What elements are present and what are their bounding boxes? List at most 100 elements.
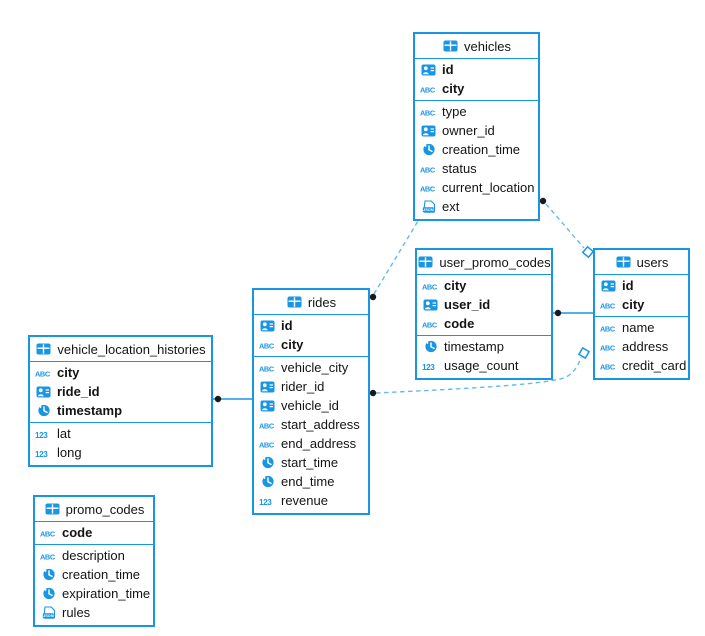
time-icon bbox=[259, 456, 276, 469]
column-row-owner_id[interactable]: owner_id bbox=[415, 121, 538, 140]
column-name: end_address bbox=[281, 436, 357, 451]
svg-text:ABC: ABC bbox=[35, 369, 51, 378]
relation-diamond-marker bbox=[581, 245, 595, 259]
column-row-timestamp[interactable]: timestamp bbox=[30, 401, 211, 420]
time-icon bbox=[422, 340, 439, 353]
text-icon: ABC bbox=[420, 83, 437, 95]
relation-dot-marker bbox=[369, 293, 377, 301]
column-row-rider_id[interactable]: rider_id bbox=[254, 377, 368, 396]
columns-section: ABC description creation_time expiration_ti… bbox=[35, 545, 153, 625]
column-row-end_time[interactable]: end_time bbox=[254, 472, 368, 491]
svg-text:ABC: ABC bbox=[40, 552, 56, 561]
column-row-description[interactable]: ABC description bbox=[35, 546, 153, 565]
column-row-timestamp[interactable]: timestamp bbox=[417, 337, 551, 356]
relation-dot-marker bbox=[214, 395, 222, 403]
column-row-id[interactable]: id bbox=[254, 316, 368, 335]
uuid-icon bbox=[600, 280, 617, 292]
column-name: creation_time bbox=[442, 142, 521, 157]
column-row-expiration_time[interactable]: expiration_time bbox=[35, 584, 153, 603]
column-name: city bbox=[57, 365, 80, 380]
time-icon bbox=[40, 587, 57, 600]
column-row-user_id[interactable]: user_id bbox=[417, 295, 551, 314]
table-name: rides bbox=[307, 294, 337, 310]
svg-text:ABC: ABC bbox=[600, 343, 616, 352]
column-name: creation_time bbox=[62, 567, 141, 582]
column-row-creation_time[interactable]: creation_time bbox=[415, 140, 538, 159]
table-icon bbox=[615, 256, 632, 268]
column-name: start_time bbox=[281, 455, 339, 470]
text-icon: ABC bbox=[40, 550, 57, 562]
svg-text:123: 123 bbox=[35, 449, 48, 458]
relation-dot-marker bbox=[554, 309, 562, 317]
table-name: vehicle_location_histories bbox=[57, 341, 206, 357]
relation-rides-users[interactable] bbox=[375, 356, 582, 394]
json-icon: JSON bbox=[420, 200, 437, 213]
text-icon: ABC bbox=[259, 438, 276, 450]
svg-text:ABC: ABC bbox=[422, 282, 438, 291]
text-icon: ABC bbox=[40, 527, 57, 539]
number-icon: 123 bbox=[422, 360, 439, 372]
column-row-start_time[interactable]: start_time bbox=[254, 453, 368, 472]
column-name: revenue bbox=[281, 493, 328, 508]
column-name: rider_id bbox=[281, 379, 325, 394]
column-row-city[interactable]: ABC city bbox=[30, 363, 211, 382]
text-icon: ABC bbox=[600, 360, 617, 372]
column-row-vehicle_id[interactable]: vehicle_id bbox=[254, 396, 368, 415]
text-icon: ABC bbox=[600, 322, 617, 334]
column-row-revenue[interactable]: 123 revenue bbox=[254, 491, 368, 510]
column-row-ride_id[interactable]: ride_id bbox=[30, 382, 211, 401]
table-header[interactable]: rides bbox=[254, 290, 368, 315]
table-icon bbox=[417, 256, 434, 268]
table-header[interactable]: vehicles bbox=[415, 34, 538, 59]
uuid-icon bbox=[35, 386, 52, 398]
column-name: rules bbox=[62, 605, 91, 620]
table-name: users bbox=[636, 254, 669, 270]
table-header[interactable]: promo_codes bbox=[35, 497, 153, 522]
column-name: description bbox=[62, 548, 125, 563]
table-header[interactable]: users bbox=[595, 250, 688, 275]
table-header[interactable]: user_promo_codes bbox=[417, 250, 551, 275]
number-icon: 123 bbox=[259, 495, 276, 507]
relation-vehicles-users[interactable] bbox=[545, 203, 585, 249]
uuid-icon bbox=[259, 320, 276, 332]
table-header[interactable]: vehicle_location_histories bbox=[30, 337, 211, 362]
svg-text:ABC: ABC bbox=[259, 421, 275, 430]
column-row-id[interactable]: id bbox=[415, 60, 538, 79]
column-row-id[interactable]: id bbox=[595, 276, 688, 295]
relation-rides-vehicles[interactable] bbox=[373, 220, 419, 295]
column-name: current_location bbox=[442, 180, 535, 195]
text-icon: ABC bbox=[422, 318, 439, 330]
column-row-creation_time[interactable]: creation_time bbox=[35, 565, 153, 584]
column-row-end_address[interactable]: ABC end_address bbox=[254, 434, 368, 453]
column-name: status bbox=[442, 161, 477, 176]
